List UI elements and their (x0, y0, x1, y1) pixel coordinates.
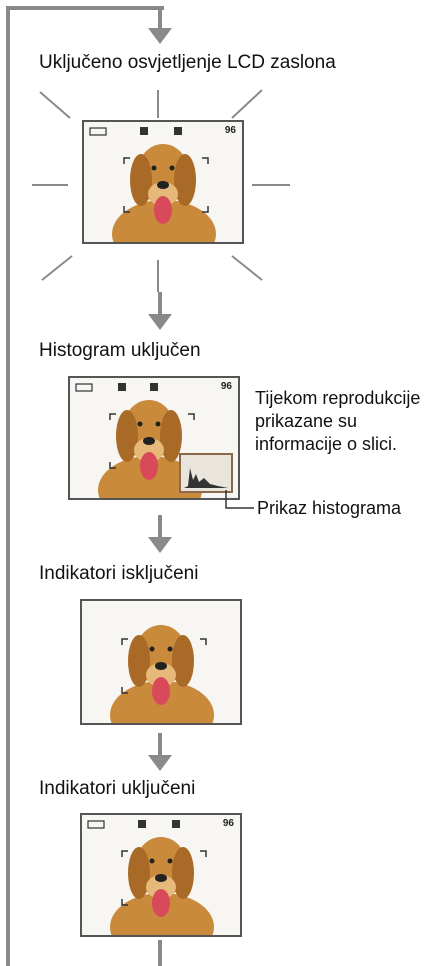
flow-line-top (6, 6, 164, 10)
step-label-indicators-on: Indikatori uključeni (39, 778, 196, 799)
flow-line-bottom (158, 940, 162, 966)
histogram-display-note: Prikaz histograma (257, 498, 402, 518)
down-arrow-icon (148, 733, 172, 771)
flow-line-left (6, 6, 10, 966)
image-count: 96 (224, 125, 236, 136)
down-arrow-icon (148, 515, 172, 553)
step-label-indicators-off: Indikatori isključeni (39, 563, 199, 584)
lcd-screen-indicators-on: 96 (80, 813, 242, 937)
image-count: 96 (222, 818, 234, 829)
image-count: 96 (220, 381, 232, 392)
lcd-screen-indicators-off (80, 599, 242, 725)
backlight-rays (32, 89, 290, 292)
down-arrow-icon (148, 6, 172, 44)
step-label-lcd-backlight: Uključeno osvjetljenje LCD zaslona (39, 52, 336, 73)
lcd-screen-histogram: 96 (68, 376, 240, 500)
playback-info-note: Tijekom reprodukcije prikazane su inform… (255, 388, 421, 454)
down-arrow-icon (148, 292, 172, 330)
step-label-histogram: Histogram uključen (39, 340, 201, 361)
histogram-callout-line (225, 490, 254, 509)
lcd-screen-backlight: 96 (82, 120, 244, 244)
